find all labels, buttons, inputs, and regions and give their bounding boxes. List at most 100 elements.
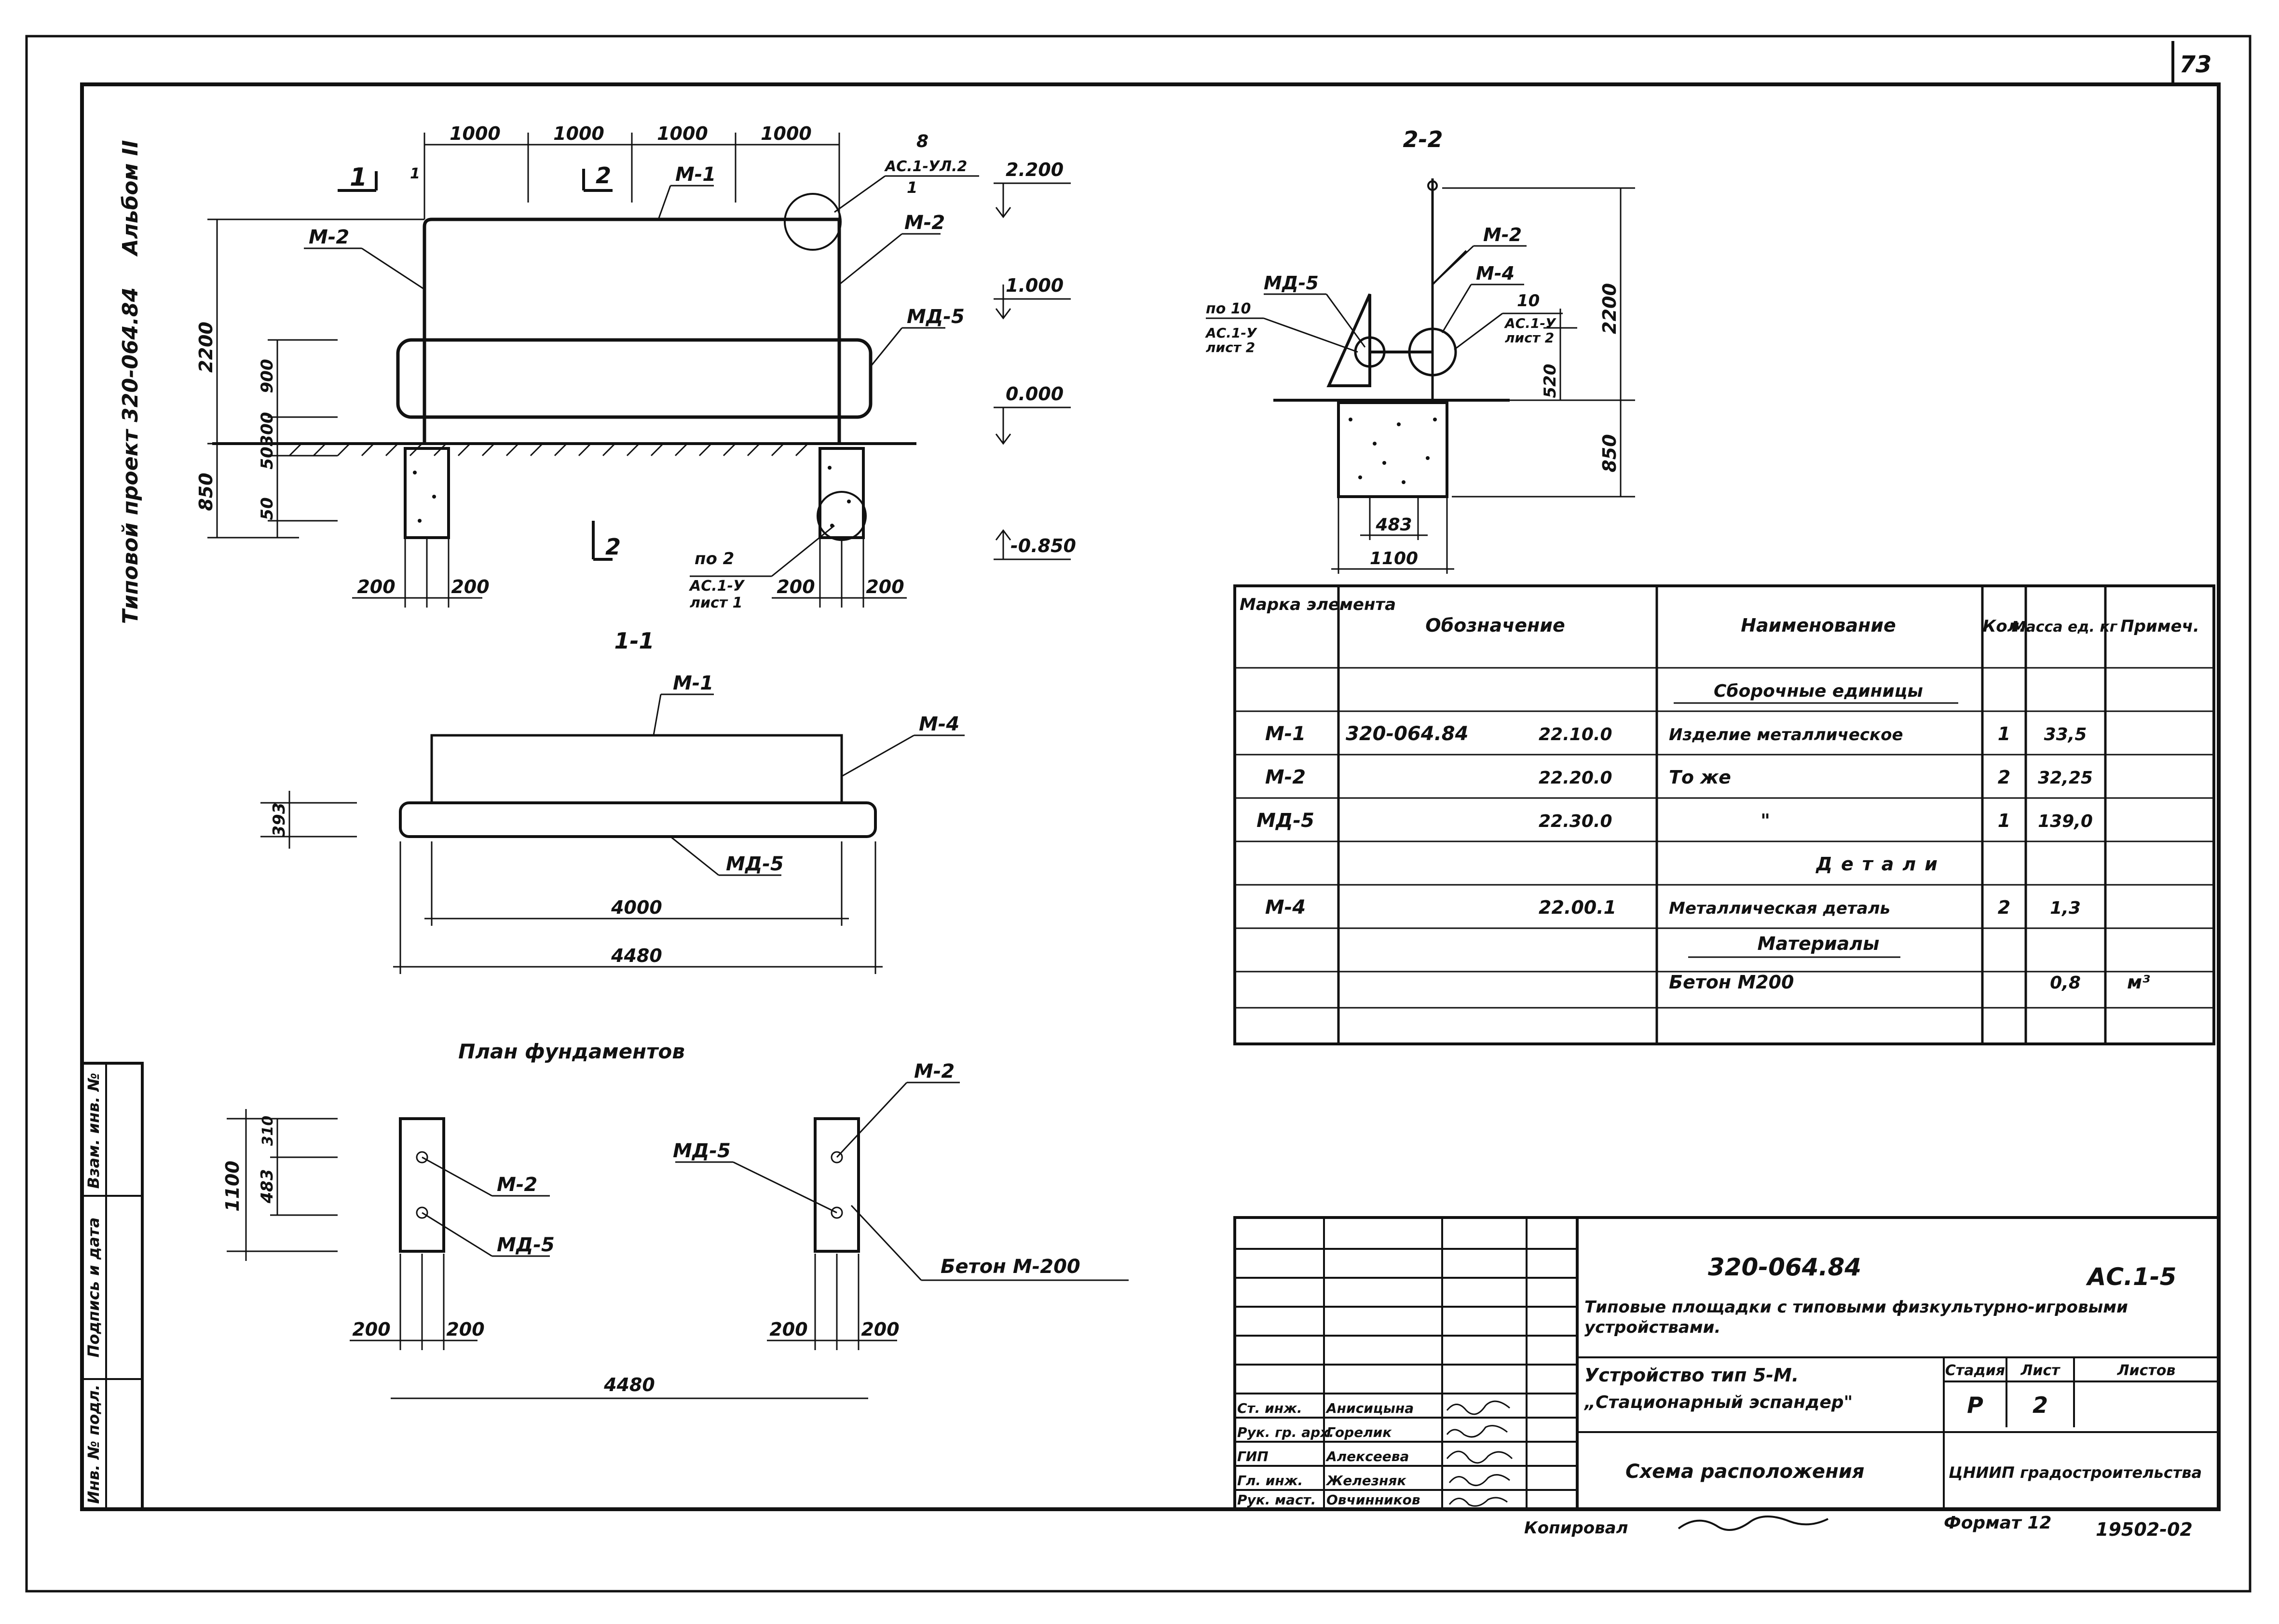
- dim-bottom-4: 200: [866, 576, 904, 597]
- tb-person-0: Анисицына: [1325, 1400, 1414, 1416]
- label-22-md5: МД-5: [1264, 272, 1319, 294]
- tb-code: 320-064.84: [1708, 1253, 1861, 1281]
- stamp-signature: Подпись и дата: [84, 1218, 103, 1358]
- section-mark-1b: 1: [410, 165, 420, 182]
- plan-dim-310: 310: [259, 1116, 276, 1146]
- dim-22-1100: 1100: [1370, 549, 1418, 568]
- callout-po2-num: по 2: [695, 549, 734, 568]
- plan-dim-200-c: 200: [769, 1319, 807, 1340]
- tb-device: Устройство тип 5-М.: [1584, 1365, 1799, 1386]
- beam-top-view: [399, 801, 877, 838]
- table-row-1-mass: 33,5: [2044, 725, 2087, 744]
- dim-900: 900: [258, 359, 277, 393]
- label-11-md5: МД-5: [726, 853, 784, 875]
- plan-label-m2-b: М-2: [914, 1060, 955, 1083]
- tb-role-1: Рук. гр. арх.: [1237, 1424, 1334, 1440]
- th-mark-1: Марка элемента: [1240, 595, 1396, 614]
- approval-stamp: [81, 1062, 144, 1511]
- tb-role-2: ГИП: [1237, 1448, 1269, 1464]
- dim-11-4480: 4480: [611, 945, 662, 966]
- spec-rows: Сборочные единицы М-1 320-064.84 22.10.0…: [1256, 681, 2150, 993]
- callout-po2-sheet: лист 1: [690, 595, 742, 611]
- dim-22-520: 520: [1541, 364, 1560, 398]
- table-row-6-name: Материалы: [1758, 933, 1880, 954]
- dim-850: 850: [195, 473, 217, 511]
- level-minus-850: -0.850: [1010, 535, 1076, 556]
- plan-dim-200-b: 200: [446, 1319, 484, 1340]
- plan-dim-1100: 1100: [222, 1161, 243, 1212]
- plan-dim-200-a: 200: [352, 1319, 390, 1340]
- footer-copied: Копировал: [1524, 1518, 1628, 1538]
- th-note: Примеч.: [2120, 617, 2199, 636]
- callout-8-num: 8: [916, 132, 928, 151]
- tb-sheet-code: АС.1-5: [2086, 1263, 2177, 1291]
- section-mark-1: 1: [350, 163, 367, 192]
- table-row-1-qty: 1: [1998, 723, 2010, 744]
- elevation-view: 1000 1000 1000 1000 2200 900 300 50 850 …: [195, 123, 1076, 611]
- plan-label-m2-a: М-2: [497, 1174, 537, 1196]
- foundation-left: [404, 447, 450, 539]
- level-0000: 0.000: [1006, 383, 1064, 405]
- beam-md5: [396, 338, 873, 419]
- section-mark-2b: 2: [605, 534, 621, 560]
- tb-role-0: Ст. инж.: [1237, 1400, 1302, 1416]
- tb-device-name: „Стационарный эспандер": [1583, 1393, 1853, 1412]
- callout-10-sheet: лист 2: [1505, 330, 1554, 346]
- dim-top-1: 1000: [450, 123, 501, 144]
- stamp-replace: Взам. инв. №: [84, 1073, 103, 1189]
- signatures: [1446, 1400, 1513, 1507]
- frame-top-view: [430, 734, 843, 804]
- tb-org: ЦНИИП градостроительства: [1949, 1463, 2202, 1482]
- footer-number: 19502-02: [2096, 1519, 2193, 1540]
- tb-person-2: Алексеева: [1325, 1448, 1409, 1464]
- label-11-m1: М-1: [673, 672, 713, 694]
- th-qty: Кол.: [1983, 617, 2026, 636]
- label-m1: М-1: [675, 163, 716, 186]
- dim-bottom-2: 200: [451, 576, 489, 597]
- table-row-7-note: м³: [2127, 972, 2150, 993]
- callout-8-sub: 1: [907, 178, 917, 197]
- table-row-5-mark: М-4: [1265, 896, 1306, 919]
- footer-format: Формат 12: [1944, 1513, 2051, 1533]
- plan-foundation-left: [399, 1117, 445, 1253]
- table-row-4-name: Детали: [1815, 853, 1946, 875]
- dim-22-483: 483: [1375, 515, 1412, 535]
- table-row-7-name: Бетон М200: [1669, 972, 1794, 993]
- dim-22-850: 850: [1599, 434, 1620, 472]
- table-row-3-mass: 139,0: [2038, 812, 2093, 831]
- tb-person-4: Овчинников: [1326, 1492, 1420, 1508]
- plan-label-md5-b: МД-5: [673, 1140, 731, 1162]
- th-code: Обозначение: [1425, 615, 1565, 636]
- specification-table: Марка элемента Обозначение Наименование …: [1233, 584, 2215, 1045]
- dim-11-4000: 4000: [611, 897, 662, 918]
- table-row-1-mark: М-1: [1265, 723, 1306, 745]
- table-row-2-mark: М-2: [1265, 766, 1306, 788]
- dim-top-2: 1000: [553, 123, 604, 144]
- table-row-1-code: 320-064.84: [1346, 723, 1468, 745]
- plan-dim-4480: 4480: [603, 1374, 655, 1395]
- table-row-1-name: Изделие металлическое: [1669, 725, 1903, 744]
- dim-top-3: 1000: [657, 123, 708, 144]
- section-mark-2: 2: [596, 162, 611, 189]
- plan-foundation-right: [814, 1117, 860, 1253]
- label-22-m2: М-2: [1483, 224, 1522, 245]
- level-1000: 1.000: [1006, 275, 1064, 296]
- table-row-7-mass: 0,8: [2050, 973, 2081, 993]
- foundation-right: [819, 447, 865, 539]
- section-2-2: 2-2 2200 520 850 483 1100: [1205, 126, 1635, 574]
- plan-dim-200-d: 200: [861, 1319, 899, 1340]
- label-m2-right: М-2: [904, 212, 945, 234]
- th-name: Наименование: [1741, 615, 1896, 636]
- footer: Копировал Формат 12 19502-02: [1524, 1513, 2193, 1540]
- tb-stage: Р: [1967, 1392, 1983, 1418]
- stamp-inv: Инв. № подл.: [84, 1384, 103, 1504]
- th-mass: Масса ед. кг: [2012, 619, 2118, 636]
- tb-stage-label: Стадия: [1945, 1362, 2005, 1379]
- table-row-1-code2: 22.10.0: [1539, 725, 1612, 744]
- tb-sheets-label: Листов: [2117, 1362, 2176, 1379]
- tb-role-3: Гл. инж.: [1237, 1473, 1303, 1489]
- table-row-3-qty: 1: [1998, 810, 2010, 831]
- album-label: Альбом II: [118, 140, 143, 257]
- table-row-3-mark: МД-5: [1256, 810, 1314, 832]
